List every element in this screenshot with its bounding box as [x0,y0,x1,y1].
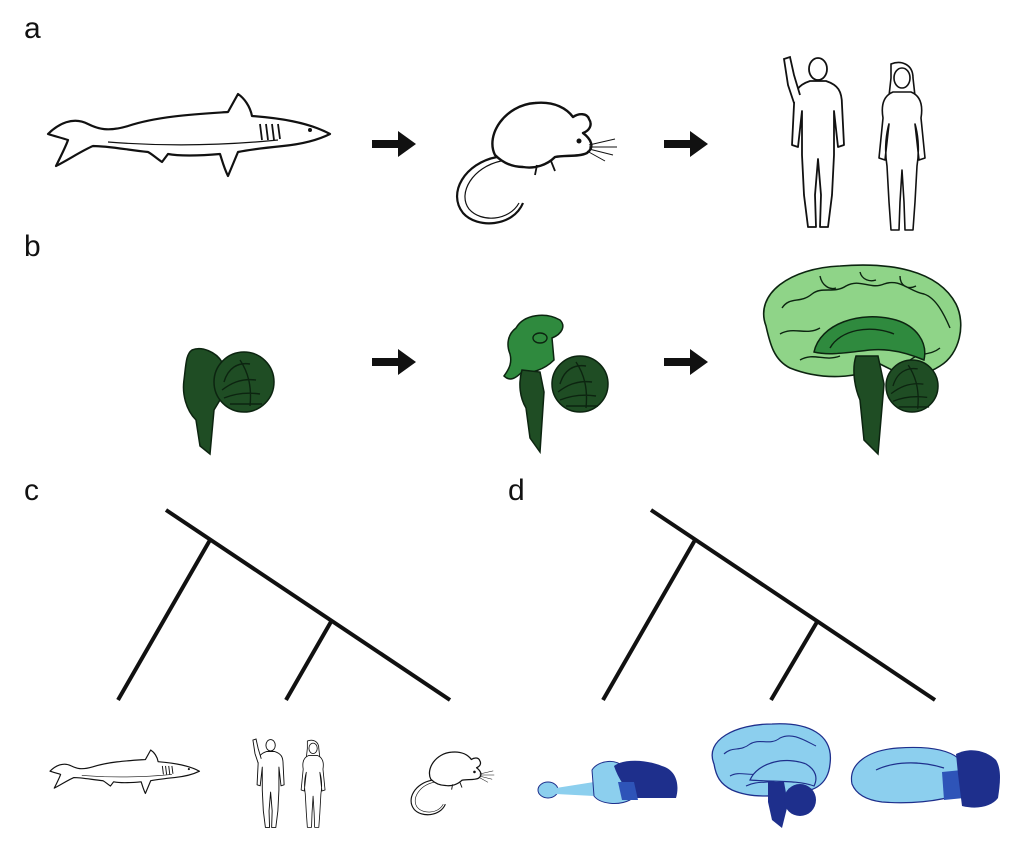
arrow-right-icon [664,131,708,157]
arrow-right-icon [372,349,416,375]
arrow-right-icon [372,131,416,157]
human-brain-blue-icon [711,723,831,828]
mouse-icon [410,751,495,816]
phylogenetic-tree-d [601,508,937,702]
panel-label-b: b [24,230,41,263]
human-couple-icon [252,738,326,828]
panel-label-a: a [24,12,41,45]
phylogenetic-tree-c [116,508,452,702]
arrow-right-icon [664,349,708,375]
human-brain-icon [763,264,962,456]
mouse-icon [455,101,619,225]
shark-brain-icon [182,348,275,456]
mouse-brain-icon [503,314,609,455]
shark-icon [46,92,332,178]
panel-label-d: d [508,474,525,507]
human-couple-icon [783,56,926,231]
mouse-brain-blue-icon [850,746,1000,808]
panel-label-c: c [24,474,39,507]
shark-brain-blue-icon [537,760,678,804]
shark-icon [49,749,201,795]
